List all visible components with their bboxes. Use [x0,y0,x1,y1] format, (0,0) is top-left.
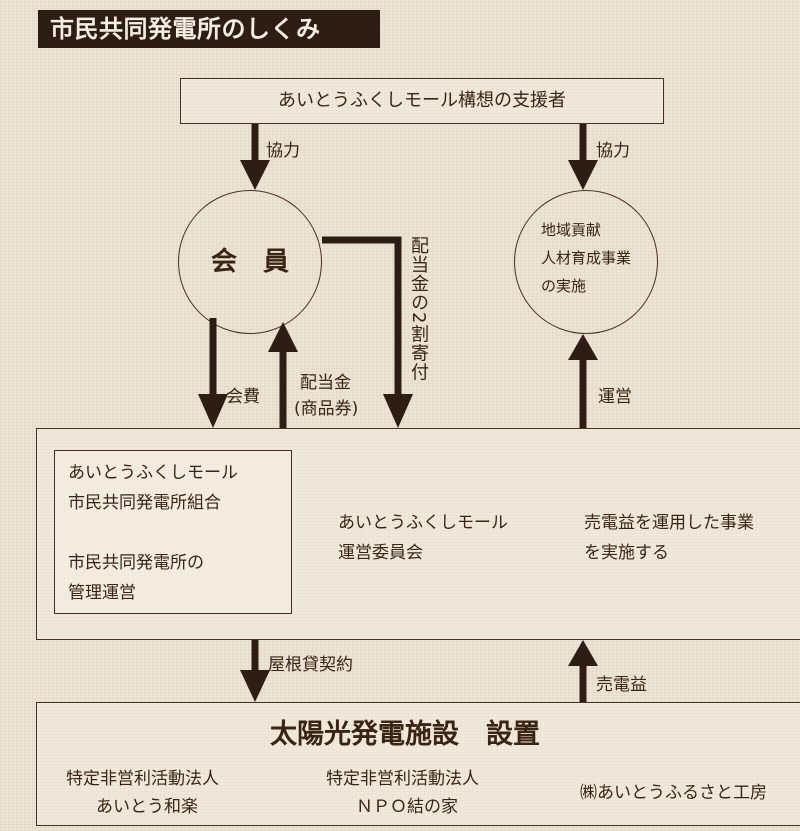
union-line-1: あいとうふくしモール [68,463,238,483]
member-circle: 会 員 [178,190,322,334]
regional-contribution-circle: 地域貢献 人材育成事業 の実施 [514,190,658,334]
cooperation-left-label: 協力 [266,141,300,161]
committee-line-2: 運営委員会 [338,543,423,563]
business-line-2: を実施する [584,543,669,563]
dividend-label-2: (商品券) [294,399,359,419]
region-line-1: 地域貢献 [541,221,602,239]
supporter-box: あいとうふくしモール構想の支援者 [180,78,664,124]
org2-line-1: 特定非営利活動法人 [326,769,479,789]
operation-label: 運営 [598,387,632,407]
union-line-2: 市民共同発電所組合 [68,493,221,513]
arrow-head-cooperation-right [568,160,598,190]
committee-line-1: あいとうふくしモール [338,513,508,533]
facility-heading: 太陽光発電施設 設置 [270,719,540,750]
region-line-3: の実施 [541,277,587,295]
business-line-1: 売電益を運用した事業 [584,513,754,533]
org1-line-1: 特定非営利活動法人 [66,769,219,789]
sales-profit-label: 売電益 [596,675,647,695]
cooperation-right-label: 協力 [596,141,630,161]
donation-label: 配当金の2割寄付 [408,236,429,382]
arrow-head-fee [198,394,228,428]
arrow-head-dividend [268,322,298,352]
arrow-head-roof-contract [240,670,270,702]
union-line-3: 市民共同発電所の [68,553,204,573]
arrow-head-sales-profit [568,640,598,666]
fee-label: 会費 [226,387,260,407]
arrow-head-operation [568,334,598,360]
region-line-2: 人材育成事業 [541,249,632,267]
page-title: 市民共同発電所のしくみ [38,10,380,48]
member-label: 会 員 [210,247,289,277]
org1-line-2: あいとう和楽 [96,797,198,817]
union-box [54,450,292,614]
solar-facility-box [36,702,800,826]
union-line-4: 管理運営 [68,583,136,603]
roof-contract-label: 屋根貸契約 [268,655,353,675]
arrow-head-cooperation-left [240,160,270,190]
main-box [36,428,800,640]
dividend-label-1: 配当金 [300,373,351,393]
org2-line-2: ＮＰＯ結の家 [356,797,458,817]
arrow-head-donation [383,394,413,428]
org3-label: ㈱あいとうふるさと工房 [580,783,767,803]
